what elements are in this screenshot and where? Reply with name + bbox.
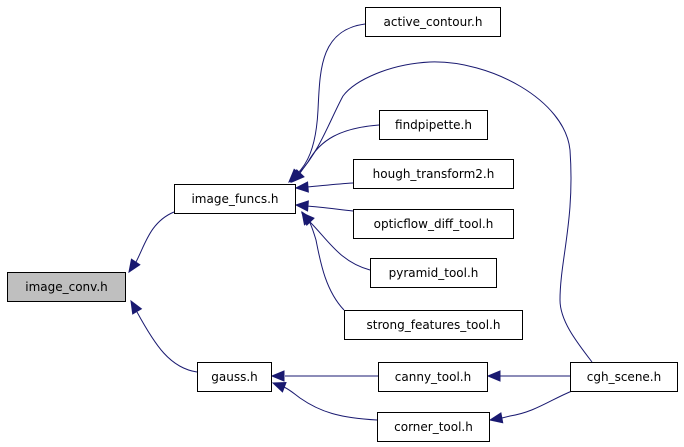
node-label: hough_transform2.h (373, 167, 495, 181)
node-box[interactable] (377, 412, 490, 442)
arrowhead-icon (301, 210, 314, 226)
edge-findpipette-to-image_funcs (290, 124, 380, 184)
edge-line (306, 205, 354, 212)
edge-opticflow_diff_tool-to-image_funcs (294, 200, 354, 212)
node-image-funcs[interactable]: image_funcs.h (174, 184, 296, 214)
edge-line (307, 218, 345, 311)
node-label: image_conv.h (25, 280, 108, 294)
node-corner-tool[interactable]: corner_tool.h (377, 412, 490, 442)
edges-layer (128, 23, 593, 424)
node-box[interactable] (353, 159, 514, 189)
edge-active_contour-to-image_funcs (288, 23, 366, 183)
arrowhead-icon (486, 370, 501, 382)
edge-line (299, 61, 593, 363)
arrowhead-icon (128, 258, 141, 274)
node-hough-transform2[interactable]: hough_transform2.h (353, 159, 514, 189)
node-gauss[interactable]: gauss.h (197, 362, 272, 392)
node-opticflow-diff-tool[interactable]: opticflow_diff_tool.h (353, 209, 514, 239)
node-label: canny_tool.h (395, 370, 471, 384)
arrowhead-icon (290, 168, 304, 184)
arrowhead-icon (130, 299, 143, 315)
edge-strong_features_tool-to-image_funcs (301, 210, 345, 311)
node-label: strong_features_tool.h (367, 318, 501, 332)
edge-corner_tool-to-gauss (271, 382, 378, 421)
node-canny-tool[interactable]: canny_tool.h (378, 362, 488, 392)
node-image-conv[interactable]: image_conv.h (7, 272, 126, 302)
arrowhead-icon (270, 370, 285, 382)
node-box[interactable] (353, 209, 514, 239)
node-label: pyramid_tool.h (389, 266, 479, 280)
edge-canny_tool-to-gauss (270, 370, 378, 382)
edge-image_funcs-to-image_conv (128, 211, 175, 274)
node-box[interactable] (174, 184, 296, 214)
node-box[interactable] (570, 362, 678, 392)
node-box[interactable] (370, 258, 497, 288)
edge-cgh_scene-to-canny_tool (486, 370, 570, 382)
node-label: cgh_scene.h (587, 370, 661, 384)
edge-cgh_scene-to-corner_tool (488, 390, 573, 424)
edge-line (306, 182, 354, 188)
arrowhead-icon (488, 412, 504, 424)
node-label: active_contour.h (384, 15, 483, 29)
nodes-layer: image_conv.h image_funcs.h gauss.h active_c… (7, 7, 678, 442)
node-box[interactable] (379, 110, 488, 140)
node-label: opticflow_diff_tool.h (374, 217, 494, 231)
arrowhead-icon (271, 382, 287, 393)
edge-line (283, 386, 378, 421)
edge-line (135, 211, 175, 263)
node-label: gauss.h (211, 370, 258, 384)
node-strong-features-tool[interactable]: strong_features_tool.h (344, 310, 523, 340)
node-label: findpipette.h (395, 118, 472, 132)
node-active-contour[interactable]: active_contour.h (365, 7, 501, 37)
node-findpipette[interactable]: findpipette.h (379, 110, 488, 140)
node-label: corner_tool.h (394, 420, 473, 434)
arrowhead-icon (294, 200, 309, 212)
node-box[interactable] (344, 310, 523, 340)
edge-line (501, 390, 573, 419)
node-box[interactable] (378, 362, 488, 392)
edge-line (309, 221, 371, 271)
node-pyramid-tool[interactable]: pyramid_tool.h (370, 258, 497, 288)
node-cgh-scene[interactable]: cgh_scene.h (570, 362, 678, 392)
node-box[interactable] (365, 7, 501, 37)
edge-line (296, 23, 366, 175)
edge-gauss-to-image_conv (130, 299, 198, 373)
edge-hough_transform2-to-image_funcs (294, 181, 354, 193)
node-box[interactable] (7, 272, 126, 302)
node-label: image_funcs.h (191, 192, 278, 206)
edge-line (136, 311, 198, 373)
node-box[interactable] (197, 362, 272, 392)
arrowhead-icon (294, 181, 309, 193)
